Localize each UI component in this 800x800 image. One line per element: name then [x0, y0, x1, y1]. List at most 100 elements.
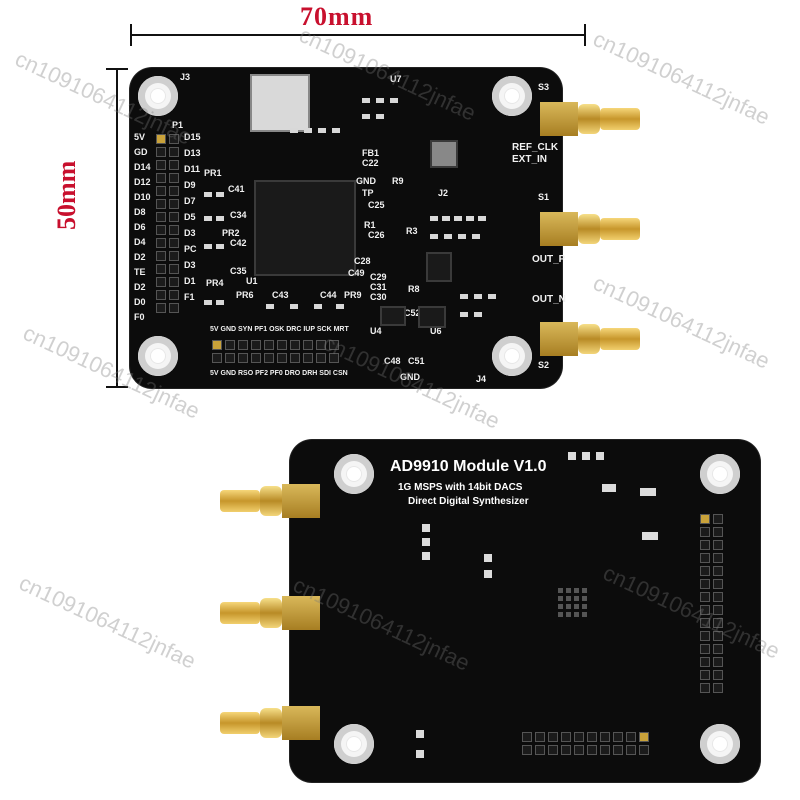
bottom-header-top-labels: 5V GND SYN PF1 OSK DRC IUP SCK MRT [210, 326, 349, 333]
label-c28: C28 [354, 256, 371, 266]
regulator-ic [430, 140, 458, 168]
smd-component [204, 244, 212, 249]
via [602, 484, 616, 492]
smd-component [216, 216, 224, 221]
smd-component [458, 234, 466, 239]
label-u6: U6 [430, 326, 442, 336]
smd-component [304, 128, 312, 133]
pin-label: D9 [184, 180, 196, 190]
label-c29: C29 [370, 272, 387, 282]
label-c48: C48 [384, 356, 401, 366]
smd-component [444, 234, 452, 239]
smd-component [216, 192, 224, 197]
label-c30: C30 [370, 292, 387, 302]
label-gnd-2: GND [356, 176, 376, 186]
height-dimension-line [116, 68, 118, 388]
smd-component [314, 304, 322, 309]
pin-label: D2 [134, 282, 146, 292]
pin-label: D15 [184, 132, 201, 142]
sma-connector-bottom-1 [220, 478, 320, 524]
pin-label: D13 [184, 148, 201, 158]
label-fb1: FB1 [362, 148, 380, 158]
label-r3: R3 [406, 226, 418, 236]
bottom-header-bottom-labels: 5V GND RSO PF2 PF0 DRO DRH SDI CSN [210, 370, 348, 377]
pin-label: 5V [134, 132, 146, 142]
pin-label: GD [134, 147, 148, 157]
via [484, 570, 492, 578]
label-c26: C26 [368, 230, 385, 240]
label-pr4: PR4 [206, 278, 224, 288]
via [582, 452, 590, 460]
width-dimension-line [130, 34, 586, 36]
pin-label: D7 [184, 196, 196, 206]
label-pr9: PR9 [344, 290, 362, 300]
ad9910-chip [254, 180, 356, 276]
pin-label: D11 [184, 164, 201, 174]
mounting-hole-bottom-right [492, 336, 532, 376]
mounting-hole-top-right [492, 76, 532, 116]
label-c43: C43 [272, 290, 289, 300]
label-u1: U1 [246, 276, 258, 286]
pin-label: D14 [134, 162, 151, 172]
label-c44: C44 [320, 290, 337, 300]
label-r1: R1 [364, 220, 376, 230]
mounting-hole-bottom-right [700, 724, 740, 764]
smd-component [266, 304, 274, 309]
pcb-top-view: J3 P1 5V GD D14 D12 D10 D8 D6 D4 D2 TE D… [130, 68, 566, 388]
pin-label: D5 [184, 212, 196, 222]
label-r8: R8 [408, 284, 420, 294]
u4-ic [380, 306, 406, 326]
label-out-p: OUT_P [532, 254, 566, 265]
label-gnd: GND [400, 372, 420, 382]
label-r9: R9 [392, 176, 404, 186]
smd-component [478, 216, 486, 221]
label-pr1: PR1 [204, 168, 222, 178]
smd-component [290, 128, 298, 133]
thermal-via-grid [558, 588, 587, 617]
smd-component [460, 312, 468, 317]
smd-component [216, 300, 224, 305]
module-spec-line2: Direct Digital Synthesizer [408, 496, 529, 507]
pin-label: D3 [184, 260, 196, 270]
pad [640, 488, 656, 496]
pin-label: D0 [134, 297, 146, 307]
smd-component [336, 304, 344, 309]
module-spec-line1: 1G MSPS with 14bit DACS [398, 482, 523, 493]
pin-label: D2 [134, 252, 146, 262]
pin-label: D12 [134, 177, 151, 187]
label-u4: U4 [370, 326, 382, 336]
smd-component [390, 98, 398, 103]
pin-label: D8 [134, 207, 146, 217]
left-pin-labels: 5V GD D14 D12 D10 D8 D6 D4 D2 TE D2 D0 F… [134, 132, 152, 322]
label-c51: C51 [408, 356, 425, 366]
smd-component [430, 234, 438, 239]
pin-label: TE [134, 267, 146, 277]
mounting-hole-top-left [138, 76, 178, 116]
via [422, 524, 430, 532]
label-j3: J3 [180, 72, 191, 82]
sma-connector-bottom-3 [220, 700, 320, 746]
sma-connector-out-n [540, 316, 640, 362]
mounting-hole-top-right [700, 454, 740, 494]
via [484, 554, 492, 562]
pad [642, 532, 658, 540]
via [422, 552, 430, 560]
label-c31: C31 [370, 282, 387, 292]
module-title: AD9910 Module V1.0 [390, 458, 547, 475]
smd-component [204, 192, 212, 197]
smd-component [472, 234, 480, 239]
via [422, 538, 430, 546]
pin-label: D4 [134, 237, 146, 247]
watermark: cn1091064112jnfae [15, 570, 200, 674]
left-pin-header [156, 134, 179, 313]
via [416, 750, 424, 758]
via [568, 452, 576, 460]
mounting-hole-bottom-left [138, 336, 178, 376]
via [596, 452, 604, 460]
pcb-bottom-view: AD9910 Module V1.0 1G MSPS with 14bit DA… [290, 440, 760, 782]
smd-component [460, 294, 468, 299]
width-dimension-label: 70mm [300, 2, 374, 31]
label-u7: U7 [390, 74, 402, 84]
via [416, 730, 424, 738]
smd-component [290, 304, 298, 309]
